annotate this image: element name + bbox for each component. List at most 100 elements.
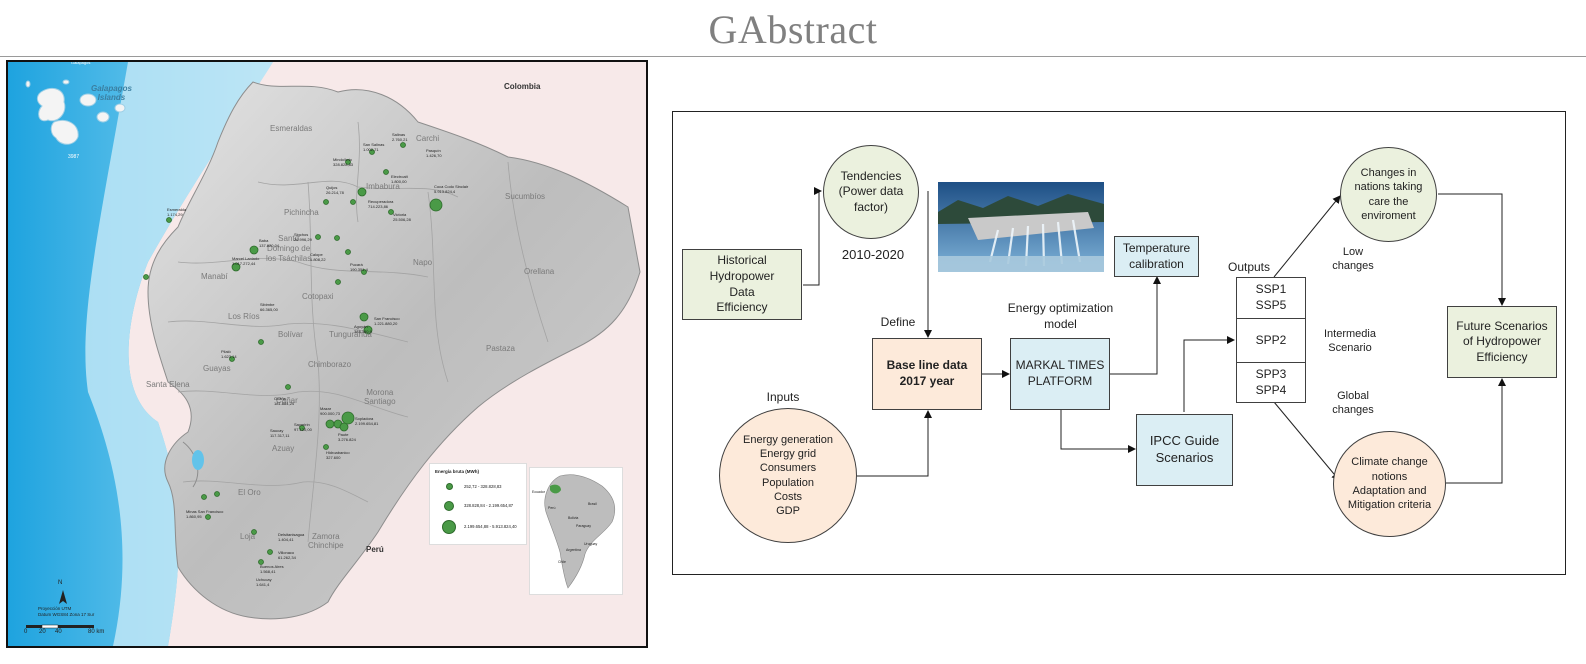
plant-label: Baba 137.820,04	[259, 238, 280, 248]
legend-marker-small	[446, 483, 453, 490]
dam-illustration	[938, 182, 1104, 272]
label-peru: Perú	[366, 545, 384, 554]
label-cotopaxi: Cotopaxi	[302, 292, 334, 301]
south-america-map	[544, 474, 615, 589]
inset-label: Paraguay	[576, 524, 591, 528]
ocean	[8, 62, 273, 646]
node-spp2: SPP2	[1236, 318, 1306, 363]
label-carchi: Carchi	[416, 134, 440, 143]
galapagos-islands	[25, 79, 126, 145]
plant-label: Uchucay 1.641,4	[256, 577, 272, 587]
inset-label: Argentina	[566, 548, 581, 552]
label-low-changes: Low changes	[1332, 246, 1374, 273]
label-galapagos: Galapagos Islands	[91, 84, 132, 102]
label-define: Define	[880, 315, 916, 329]
plant-label: Pucará 190.351,4	[350, 262, 368, 272]
scale-tick: 20	[39, 629, 46, 635]
connector	[1273, 195, 1341, 278]
plant-label: Mazar 900.000,73	[320, 406, 341, 416]
label-pichincha: Pichincha	[284, 208, 319, 217]
label-intermedia: Intermedia Scenario	[1324, 328, 1376, 355]
plant-label: Agoyán 383.380,9	[354, 324, 372, 334]
label-canar: Cañar	[276, 396, 298, 405]
node-historical-data: Historical Hydropower Data Efficiency	[682, 249, 802, 320]
north-label: N	[58, 580, 63, 586]
scale-tick: 80 km	[88, 629, 105, 635]
flowchart-connectors	[803, 187, 1506, 484]
inset-label: Perú	[548, 506, 556, 510]
label-guayas: Guayas	[203, 364, 231, 373]
north-arrow	[59, 590, 67, 604]
plant-label: San Francisco 1.221.880,20	[374, 316, 400, 326]
plant-label: Sibimbe 66.365,00	[260, 302, 278, 312]
legend-row: 2.199.654,88 - 5.913.824,40	[464, 524, 517, 529]
scale-tick: 40	[55, 629, 62, 635]
connector	[1446, 378, 1506, 484]
province-boundaries	[167, 121, 549, 543]
label-loja: Loja	[240, 532, 256, 541]
plant-label: Minas San Francisco 1.860,95	[186, 509, 224, 519]
plant-label: Coca Codo Sinclair 5.913.824,4	[434, 184, 469, 194]
plant-label: Esmeralda 1.174,29	[167, 207, 187, 217]
plant-label: Calope 1.808,22	[310, 252, 326, 262]
ecuador-mainland	[147, 81, 641, 620]
connector	[1273, 401, 1340, 481]
ecuador-hydropower-map: Colombia Perú Galapagos Islands Galapago…	[6, 60, 648, 648]
connector	[1183, 336, 1235, 412]
methodology-flowchart: Historical Hydropower Data Efficiency Te…	[672, 111, 1566, 575]
label-manabi: Manabí	[201, 272, 228, 281]
label-inputs: Inputs	[766, 390, 800, 404]
inset-label: Chile	[558, 560, 566, 564]
node-changes-nations: Changes in nations taking care the envir…	[1340, 147, 1437, 242]
plant-label: Delsitanisagua 1.404,41	[278, 532, 305, 542]
connector	[857, 410, 932, 477]
plant-label: Mindo/Irrio 328.828,83	[333, 157, 354, 167]
page-title: GAbstract	[708, 7, 878, 52]
plant-label: Pilaló 1.623,14	[221, 349, 237, 359]
plant-label: Paute 3.276.824	[338, 432, 356, 442]
label-outputs: Outputs	[1227, 260, 1271, 274]
connector	[1438, 193, 1506, 306]
label-galapagos-small: Galapagos	[71, 60, 91, 65]
inset-label: Bolivia	[568, 516, 579, 520]
plant-label: Salinas 2.760,21	[392, 132, 408, 142]
label-period: 2010-2020	[841, 247, 905, 262]
node-markal-times: MARKAL TIMES PLATFORM	[1010, 338, 1110, 410]
plant-label: Quijos 26.214,78	[326, 185, 344, 195]
node-climate-change: Climate change notions Adaptation and Mi…	[1333, 431, 1446, 537]
label-tungurahua: Tungurahua	[329, 330, 372, 339]
label-zamora: Zamora Chinchipe	[308, 532, 344, 550]
node-baseline-data: Base line data 2017 year	[872, 338, 982, 410]
map-graphic	[8, 62, 641, 646]
node-ipcc-scenarios: IPCC Guide Scenarios	[1136, 414, 1233, 486]
legend-row: 252,72 - 328.828,83	[464, 484, 502, 489]
plant-label: Saymirín 97.120,00	[294, 422, 312, 432]
plant-markers	[143, 142, 443, 565]
plant-label: Marcel Laniado 1.017.272,44	[232, 256, 260, 266]
title-divider	[0, 56, 1586, 57]
label-el-oro: El Oro	[238, 488, 261, 497]
node-ssp1-ssp5: SSP1 SSP5	[1236, 277, 1306, 319]
node-spp3-spp4: SPP3 SPP4	[1236, 362, 1306, 403]
plant-label: Pasquín 1.426,70	[426, 148, 442, 158]
plant-label: Sigchos 26.996,29	[294, 232, 312, 242]
plant-label: Ocaña 181.884,24	[274, 396, 295, 406]
inset-label: Uruguay	[584, 542, 598, 546]
scale-bar	[26, 624, 94, 629]
connector	[803, 187, 822, 286]
legend-marker-large	[442, 520, 456, 534]
plant-label: Hidroabanico 327.600	[326, 450, 350, 460]
inset-label: Brasil	[588, 502, 597, 506]
label-imbabura: Imbabura	[366, 182, 400, 191]
label-napo: Napo	[413, 258, 433, 267]
plant-label: Electroalt 1.800,00	[391, 174, 408, 184]
legend-row: 328.828,84 - 2.199.654,87	[464, 503, 514, 508]
label-los-rios: Los Ríos	[228, 312, 260, 321]
label-esmeraldas: Esmeraldas	[270, 124, 313, 133]
connector	[1110, 276, 1161, 375]
label-chimborazo: Chimborazo	[308, 360, 352, 369]
plant-label: Victoria 25.506,28	[393, 212, 411, 222]
label-energy-model: Energy optimization model	[1007, 301, 1114, 331]
label-global-changes: Global changes	[1332, 390, 1374, 417]
node-temperature-calibration: Temperature calibration	[1114, 236, 1199, 277]
